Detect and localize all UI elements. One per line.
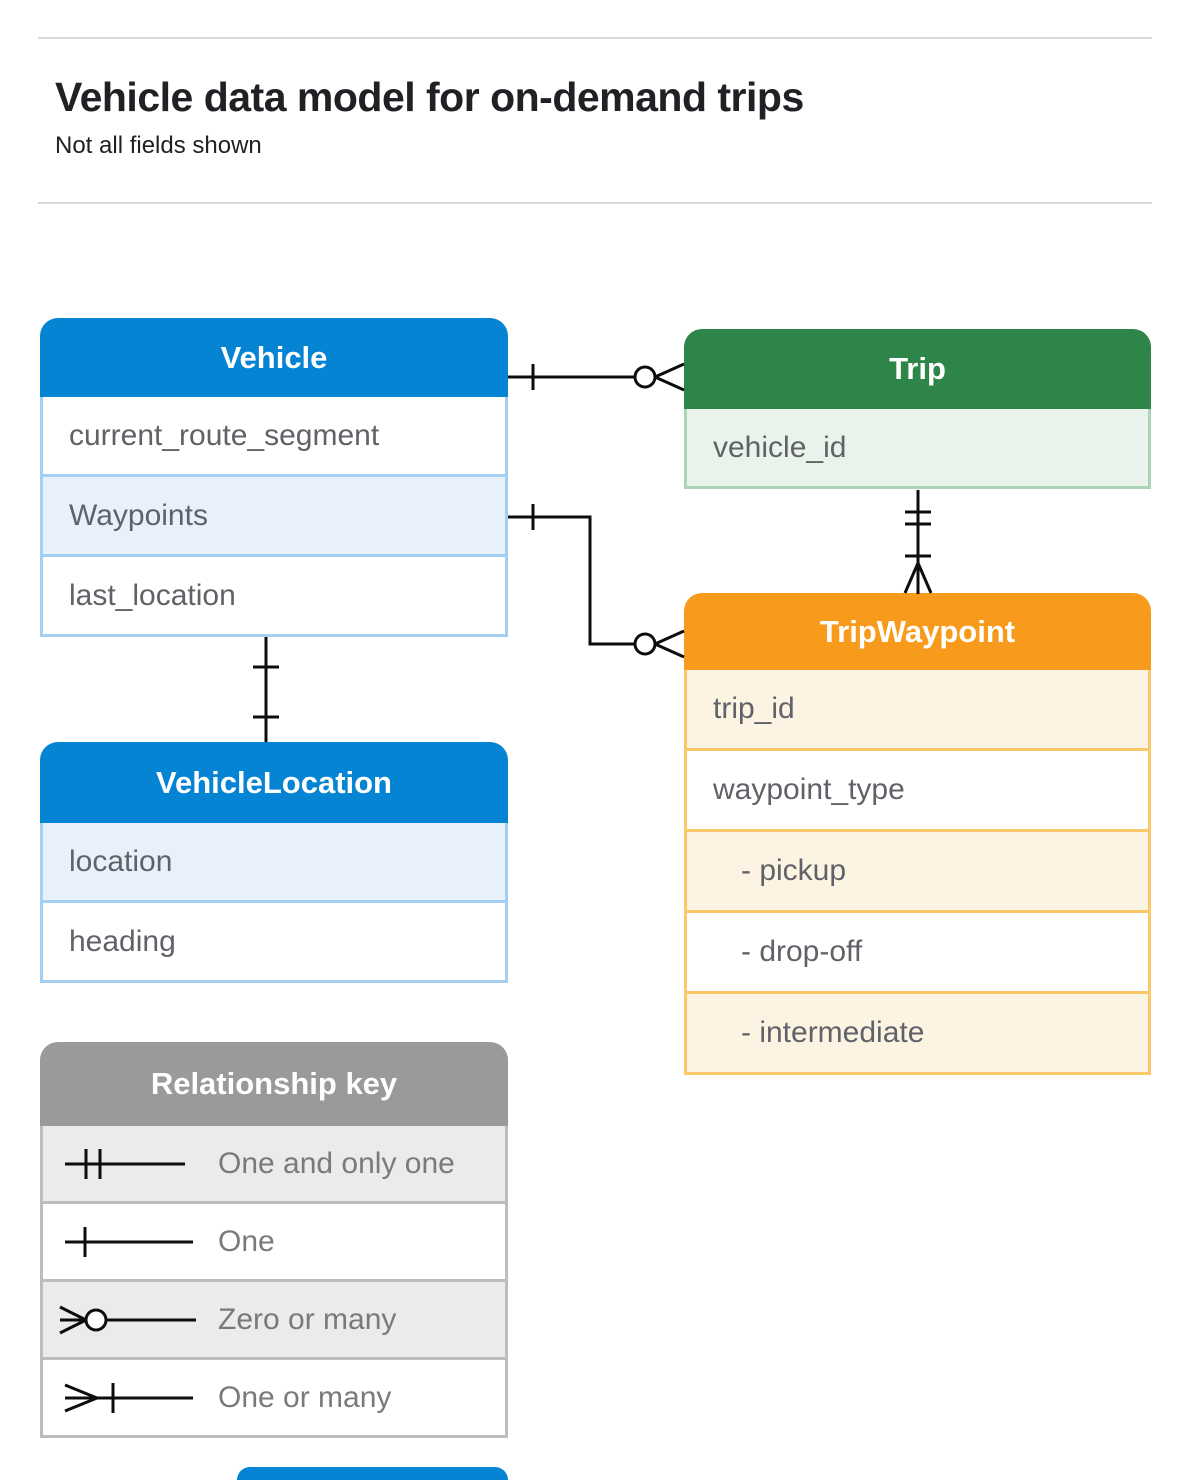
legend-item-one-and-only-one: One and only one bbox=[43, 1126, 505, 1204]
legend-label: One bbox=[218, 1224, 275, 1258]
trip-table-header: Trip bbox=[684, 329, 1151, 409]
tripwaypoint-value-drop-off: - drop-off bbox=[687, 913, 1148, 994]
relationship-key: Relationship key One and only one One bbox=[40, 1042, 508, 1438]
vehicle-field-last-location: last_location bbox=[43, 557, 505, 634]
relationship-key-header: Relationship key bbox=[40, 1042, 508, 1126]
crow-foot-icon bbox=[654, 362, 685, 379]
vehiclelocation-field-location: location bbox=[43, 823, 505, 903]
tripwaypoint-table-header: TripWaypoint bbox=[684, 593, 1151, 670]
page-title: Vehicle data model for on-demand trips bbox=[55, 74, 804, 120]
crow-foot-icon bbox=[903, 562, 920, 594]
crow-foot-icon bbox=[654, 629, 685, 646]
zero-circle-icon bbox=[633, 632, 657, 656]
legend-item-one-or-many: One or many bbox=[43, 1360, 505, 1435]
tripwaypoint-table: TripWaypoint trip_id waypoint_type - pic… bbox=[684, 593, 1151, 1075]
vehicle-table: Vehicle current_route_segment Waypoints … bbox=[40, 318, 508, 637]
legend-item-zero-or-many: Zero or many bbox=[43, 1282, 505, 1360]
tripwaypoint-field-trip-id: trip_id bbox=[687, 670, 1148, 751]
one-or-many-icon bbox=[64, 1382, 193, 1413]
vehicle-field-waypoints: Waypoints bbox=[43, 477, 505, 557]
top-divider bbox=[38, 37, 1152, 39]
trip-table-body: vehicle_id bbox=[684, 409, 1151, 489]
vehiclelocation-field-heading: heading bbox=[43, 903, 505, 980]
vehicle-table-body: current_route_segment Waypoints last_loc… bbox=[40, 397, 508, 637]
connector-waypoints-tripwaypoint bbox=[508, 504, 685, 659]
tripwaypoint-table-body: trip_id waypoint_type - pickup - drop-of… bbox=[684, 670, 1151, 1075]
trip-field-vehicle-id: vehicle_id bbox=[687, 409, 1148, 486]
one-and-only-one-icon bbox=[65, 1148, 185, 1179]
zero-circle-icon bbox=[633, 365, 657, 389]
cutoff-table-header bbox=[237, 1467, 508, 1480]
vehicle-table-header: Vehicle bbox=[40, 318, 508, 397]
trip-table: Trip vehicle_id bbox=[684, 329, 1151, 489]
page-subtitle: Not all fields shown bbox=[55, 132, 262, 159]
vehicle-field-current-route-segment: current_route_segment bbox=[43, 397, 505, 477]
vehiclelocation-table: VehicleLocation location heading bbox=[40, 742, 508, 983]
tripwaypoint-field-waypoint-type: waypoint_type bbox=[687, 751, 1148, 832]
tripwaypoint-value-pickup: - pickup bbox=[687, 832, 1148, 913]
connector-vehicle-trip bbox=[508, 362, 685, 392]
one-icon bbox=[65, 1226, 193, 1257]
relationship-key-body: One and only one One Zero or many On bbox=[40, 1126, 508, 1438]
legend-label: One or many bbox=[218, 1380, 392, 1414]
connector-trip-tripwaypoint bbox=[903, 490, 933, 594]
tripwaypoint-value-intermediate: - intermediate bbox=[687, 994, 1148, 1072]
legend-label: Zero or many bbox=[218, 1302, 397, 1336]
legend-label: One and only one bbox=[218, 1146, 455, 1180]
zero-or-many-icon bbox=[59, 1305, 196, 1334]
legend-item-one: One bbox=[43, 1204, 505, 1282]
vehiclelocation-table-body: location heading bbox=[40, 823, 508, 983]
vehiclelocation-table-header: VehicleLocation bbox=[40, 742, 508, 823]
header-divider bbox=[38, 202, 1152, 204]
connector-vehicle-vehiclelocation bbox=[253, 637, 279, 742]
